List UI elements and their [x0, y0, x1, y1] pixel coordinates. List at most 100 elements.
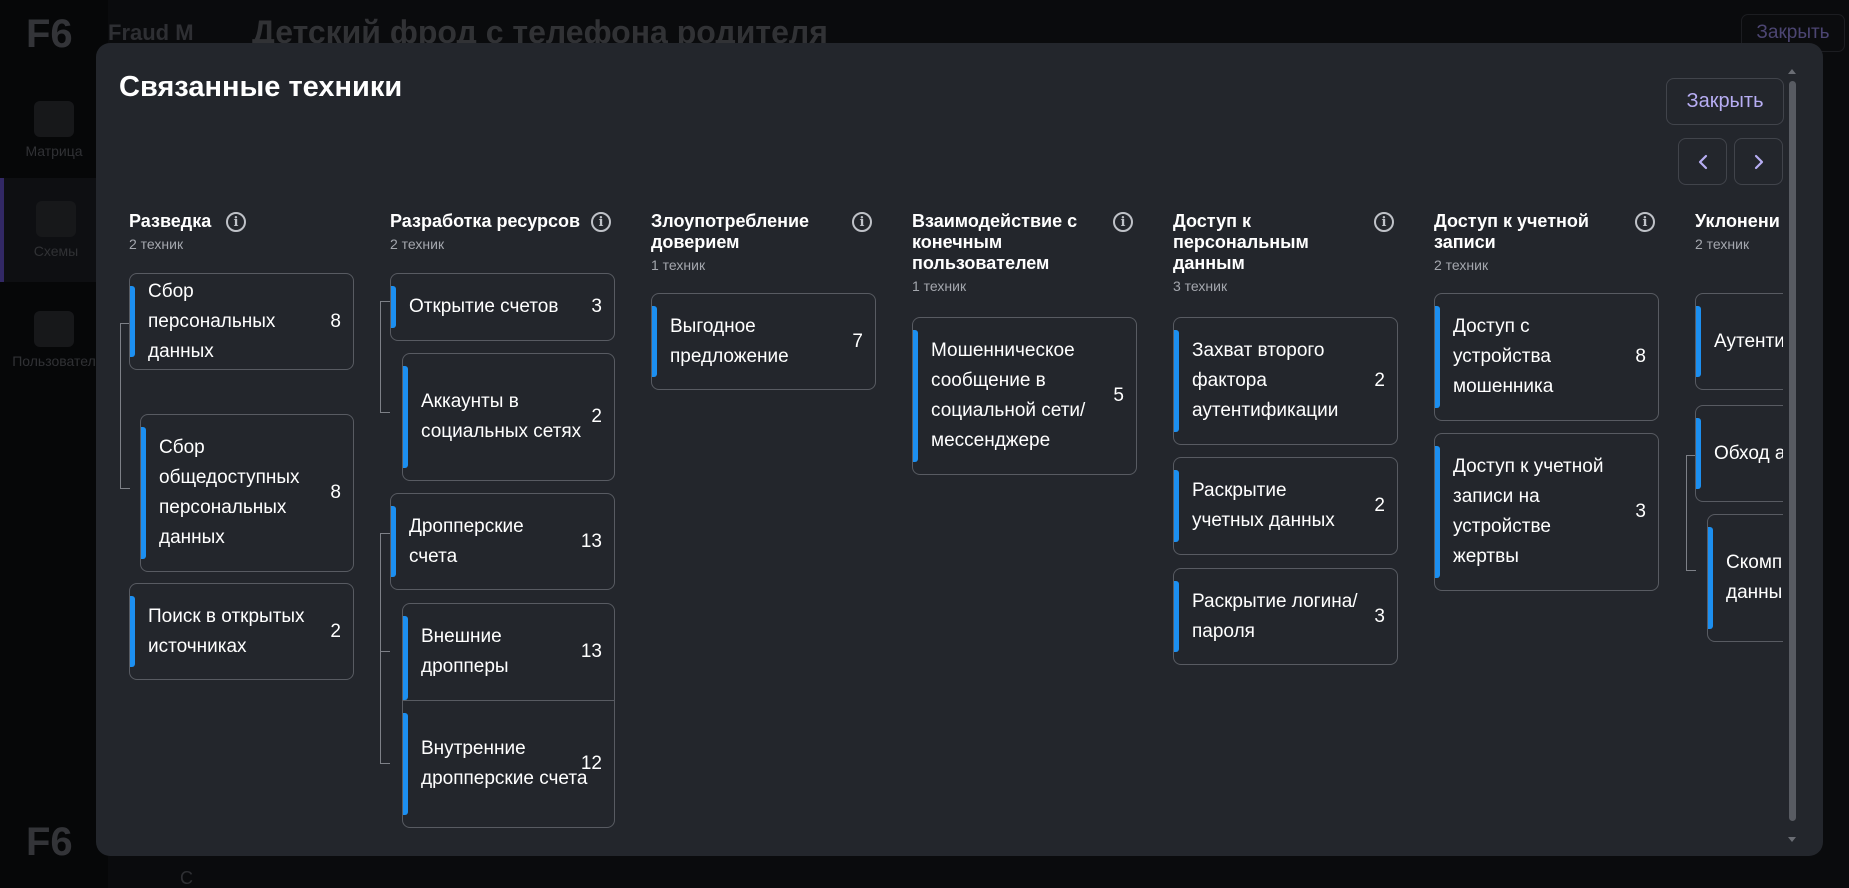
nav-item-schemes[interactable]: Схемы	[0, 178, 108, 282]
column-title: Доступ к учетной записи	[1434, 211, 1589, 252]
modal-scrollbar[interactable]	[1787, 69, 1797, 849]
technique-card[interactable]: Аккаунты в социальных сетях 2	[402, 353, 615, 481]
column-title: Уклонени защиты	[1695, 211, 1783, 231]
technique-label: Обход аутенти	[1714, 442, 1783, 464]
technique-card[interactable]: Сбор общедоступных персональных данных 8	[140, 414, 354, 572]
close-button[interactable]: Закрыть	[1666, 78, 1784, 125]
column-header: Разработка ресурсов i 2 техник	[390, 211, 615, 252]
column-header: Доступ к учетной записи i 2 техник	[1434, 211, 1659, 273]
technique-card[interactable]: Захват второго фактора аутентификации 2	[1173, 317, 1398, 445]
column-count: 2 техник	[129, 236, 184, 252]
nav-label: Матрица	[25, 143, 83, 159]
technique-label: Доступ к учетной записи на устройстве же…	[1453, 456, 1604, 567]
technique-card[interactable]: Внешние дропперы 13	[402, 603, 615, 701]
technique-label: Поиск в открытых источниках	[148, 605, 305, 657]
technique-label: Доступ с устройства мошенника	[1453, 316, 1554, 397]
column-header: Злоупотребление доверием i 1 техник	[651, 211, 876, 273]
next-page-button[interactable]	[1734, 138, 1783, 185]
column-header: Доступ к персональным данным i 3 техник	[1173, 211, 1398, 294]
tree-connector	[380, 301, 390, 413]
scroll-up-arrow-icon[interactable]	[1788, 69, 1796, 74]
nav-label: Пользовател	[12, 353, 96, 369]
column-count: 1 техник	[651, 257, 706, 273]
technique-card[interactable]: Сбор персональных данных 8	[129, 273, 354, 370]
technique-count: 13	[580, 530, 602, 552]
technique-count: 5	[1113, 385, 1124, 406]
info-icon[interactable]: i	[1113, 212, 1133, 232]
tree-connector	[1686, 455, 1696, 571]
app-name: Fraud M	[108, 20, 194, 45]
technique-count: 8	[330, 310, 341, 332]
technique-count: 2	[1374, 495, 1385, 516]
chevron-right-icon	[1754, 154, 1763, 169]
technique-label: Раскрытие учетных данных	[1192, 480, 1335, 531]
info-icon[interactable]: i	[852, 212, 872, 232]
technique-count: 8	[330, 482, 341, 503]
technique-count: 12	[580, 753, 602, 774]
column-header: Взаимодействие с конечным пользователем …	[912, 211, 1137, 294]
technique-count: 3	[1374, 605, 1385, 627]
scroll-thumb[interactable]	[1789, 81, 1796, 821]
technique-label: Мошенническое сообщение в социальной сет…	[931, 340, 1086, 451]
technique-card[interactable]: Мошенническое сообщение в социальной сет…	[912, 317, 1137, 475]
related-techniques-modal: Разведка i 2 техник Сбор персональных да…	[96, 43, 1823, 856]
technique-count: 8	[1635, 346, 1646, 367]
tree-connector	[380, 533, 390, 764]
nav-item-users[interactable]: Пользовател	[0, 300, 108, 380]
technique-card[interactable]: Открытие счетов 3	[390, 273, 615, 341]
technique-label: Сбор общедоступных персональных данных	[159, 437, 300, 548]
info-icon[interactable]: i	[1374, 212, 1394, 232]
technique-card[interactable]: Доступ к учетной записи на устройстве же…	[1434, 433, 1659, 591]
technique-count: 2	[1374, 370, 1385, 391]
info-icon[interactable]: i	[1635, 212, 1655, 232]
nav-item-matrix[interactable]: Матрица	[0, 90, 108, 170]
column-count: 1 техник	[912, 278, 967, 294]
column-header: Разведка i 2 техник	[129, 211, 354, 252]
technique-count: 2	[591, 406, 602, 427]
app-logo-bottom: F6	[26, 820, 73, 864]
technique-card[interactable]: Поиск в открытых источниках 2	[129, 583, 354, 680]
app-logo: F6	[26, 12, 73, 56]
technique-label: Захват второго фактора аутентификации	[1192, 340, 1339, 421]
column-title: Разведка	[129, 211, 212, 231]
modal-title: Связанные техники	[119, 71, 403, 103]
tree-connector	[380, 651, 390, 652]
technique-count: 3	[591, 296, 602, 317]
column-title: Доступ к персональным данным	[1173, 211, 1309, 273]
info-icon[interactable]: i	[226, 212, 246, 232]
technique-card[interactable]: Выгодное предложение 7	[651, 293, 876, 390]
technique-card[interactable]: Раскрытие логина/пароля 3	[1173, 568, 1398, 665]
technique-count: 3	[1635, 501, 1646, 522]
technique-card[interactable]: Доступ с устройства мошенника 8	[1434, 293, 1659, 421]
technique-card[interactable]: Скомп анные данны	[1707, 514, 1783, 642]
technique-count: 13	[580, 641, 602, 662]
technique-label: Аккаунты в социальных сетях	[421, 391, 582, 442]
technique-label: Открытие счетов	[409, 296, 559, 317]
scroll-down-arrow-icon[interactable]	[1788, 837, 1796, 842]
technique-label: Внутренние дропперские счета	[421, 738, 588, 789]
techniques-board: Разведка i 2 техник Сбор персональных да…	[96, 43, 1783, 856]
technique-card[interactable]: Дропперские счета 13	[390, 493, 615, 590]
technique-label: Выгодное предложение	[670, 315, 789, 367]
technique-count: 7	[852, 330, 863, 352]
column-count: 2 техник	[1695, 236, 1750, 252]
chevron-left-icon	[1698, 154, 1707, 169]
info-icon[interactable]: i	[591, 212, 611, 232]
technique-card[interactable]: Внутренние дропперские счета 12	[402, 700, 615, 828]
column-count: 2 техник	[390, 236, 445, 252]
prev-page-button[interactable]	[1678, 138, 1727, 185]
technique-count: 2	[330, 620, 341, 642]
column-count: 2 техник	[1434, 257, 1489, 273]
technique-label: Раскрытие логина/пароля	[1192, 590, 1358, 642]
technique-card[interactable]: Раскрытие учетных данных 2	[1173, 457, 1398, 555]
schemes-icon	[36, 201, 76, 237]
technique-label: Аутенти помощ	[1714, 330, 1783, 352]
technique-card[interactable]: Аутенти помощ	[1695, 293, 1783, 390]
technique-label: Дропперские счета	[409, 515, 524, 567]
users-icon	[34, 311, 74, 347]
technique-card[interactable]: Обход аутенти	[1695, 405, 1783, 502]
bottom-text: С	[180, 868, 193, 888]
column-title: Злоупотребление доверием	[651, 211, 810, 252]
technique-label: Внешние дропперы	[421, 626, 509, 677]
column-title: Разработка ресурсов	[390, 211, 581, 231]
